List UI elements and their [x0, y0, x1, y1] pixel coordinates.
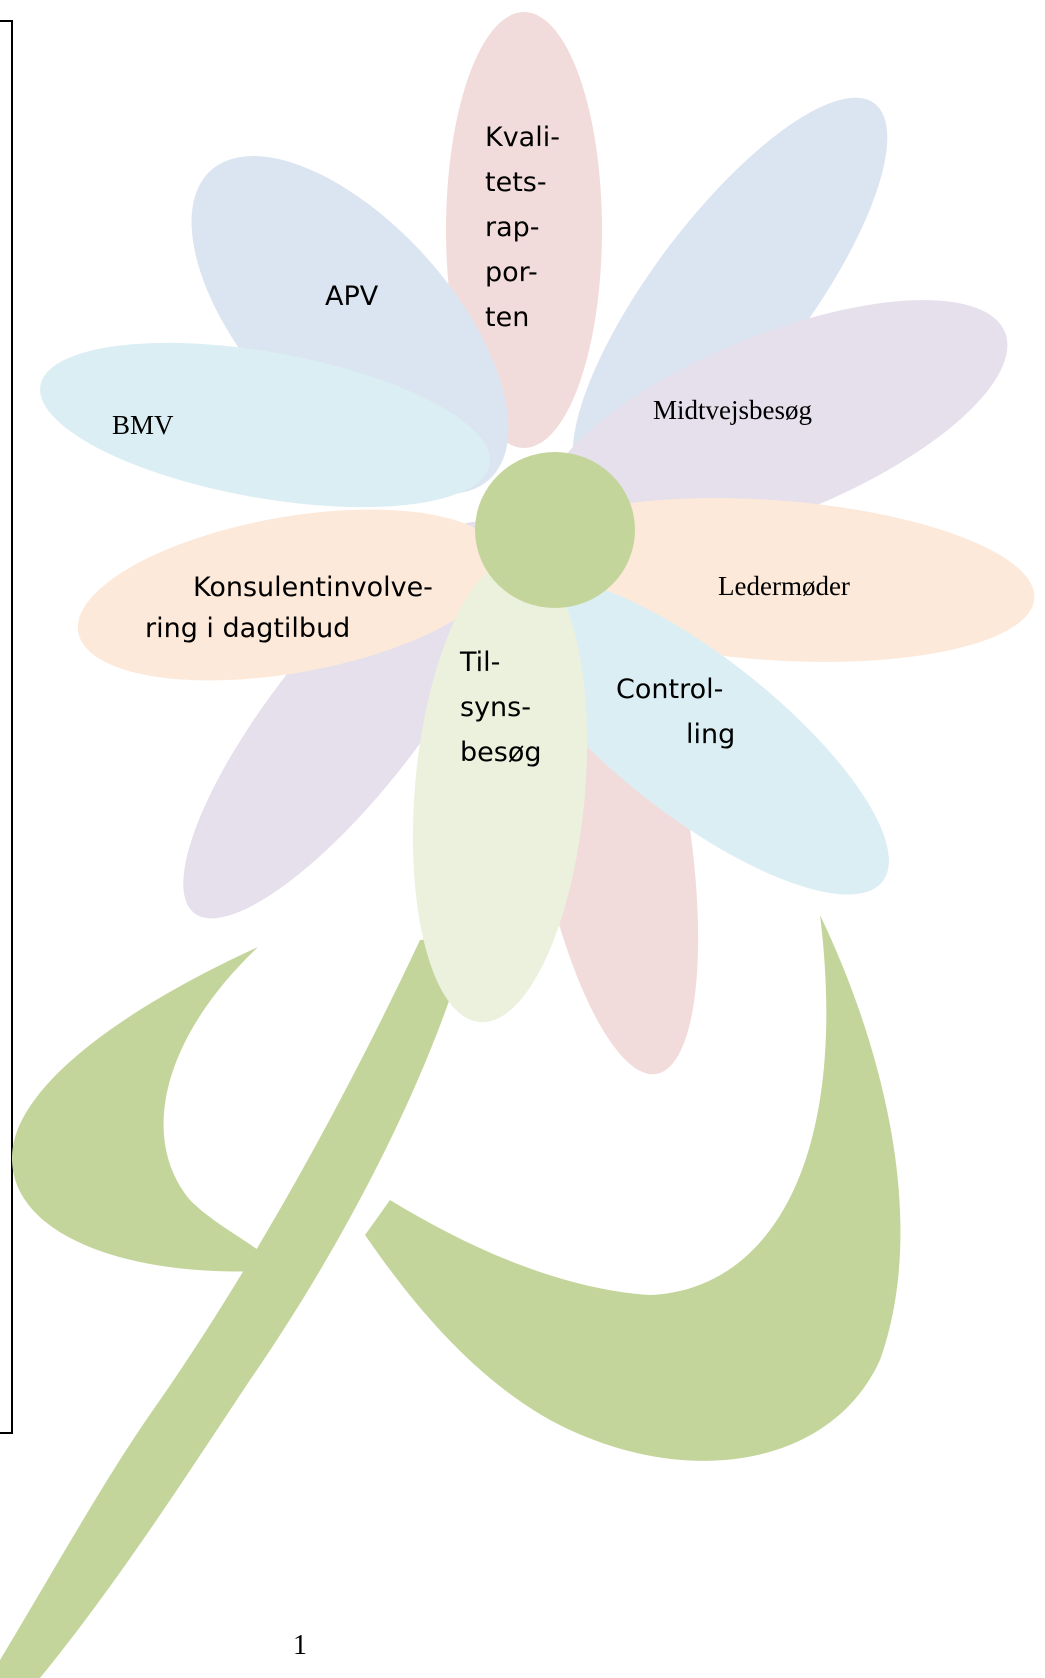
svg-text:Konsulentinvolve-: Konsulentinvolve-	[193, 572, 433, 603]
svg-text:ring i dagtilbud: ring i dagtilbud	[145, 613, 350, 644]
svg-text:ling: ling	[686, 719, 735, 750]
page-border-left	[0, 20, 13, 1434]
petal-kvalitetsrapporten	[446, 12, 602, 448]
label-bmv: BMV	[112, 410, 174, 440]
petal-konsulentinvolvering	[77, 509, 503, 681]
page-number: 1	[293, 1630, 307, 1661]
leaf-left	[11, 947, 280, 1272]
petal-tilsynsbesog	[412, 557, 588, 1023]
petal-controlling	[501, 575, 889, 895]
label-kvalitetsrapporten: Kvali- tets- rap- por- ten	[485, 122, 560, 333]
label-konsulentinvolvering: Konsulentinvolve- ring i dagtilbud	[145, 572, 433, 644]
svg-text:syns-: syns-	[460, 692, 531, 723]
svg-text:besøg: besøg	[460, 737, 541, 768]
label-controlling: Control- ling	[616, 674, 735, 750]
svg-text:por-: por-	[485, 257, 538, 288]
label-midtvejsbesog: Midtvejsbesøg	[653, 395, 812, 425]
label-ledermoder: Ledermøder	[718, 571, 850, 601]
svg-text:Kvali-: Kvali-	[485, 122, 560, 153]
label-tilsynsbesog: Til- syns- besøg	[459, 647, 541, 768]
svg-text:rap-: rap-	[485, 212, 540, 243]
leaf-right	[365, 915, 901, 1461]
svg-text:tets-: tets-	[485, 167, 547, 198]
flower-center	[475, 452, 635, 608]
svg-text:Til-: Til-	[459, 647, 500, 678]
petal-midtvejsbesog	[542, 300, 1008, 550]
svg-text:Control-: Control-	[616, 674, 723, 705]
petal-bmv	[40, 342, 490, 508]
label-apv: APV	[325, 281, 379, 312]
svg-text:ten: ten	[485, 302, 529, 333]
stem	[0, 935, 470, 1678]
